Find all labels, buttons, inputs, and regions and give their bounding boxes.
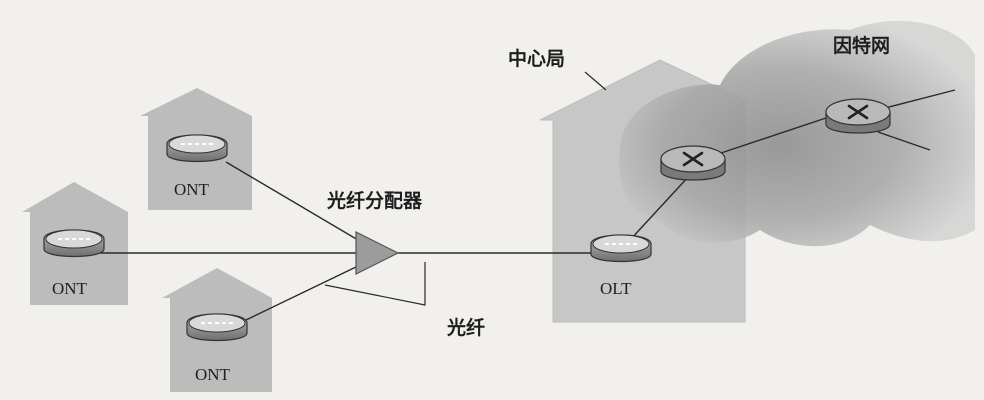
ont-device-icon-bottom [186,313,248,342]
router-icon-2 [824,97,892,135]
olt-device-icon [590,234,652,263]
central-office-callout [584,71,607,91]
fiber-label: 光纤 [446,316,485,339]
router-icon-1 [659,144,727,182]
olt-router-link [629,174,691,241]
internet-label: 因特网 [833,35,890,57]
ont-device-icon-left [43,229,105,258]
olt-label: OLT [600,279,632,298]
router-uplink-1 [884,89,956,109]
ont-label-top: ONT [174,180,210,199]
ont-label-bottom: ONT [195,365,231,384]
fiber-callout [324,262,426,306]
fiber-link-top [225,161,359,241]
fiber-link-bottom [245,265,359,321]
internet-cloud [619,20,975,247]
router-uplink-2 [877,131,931,151]
router-router-link [714,114,836,156]
central-office-label: 中心局 [508,47,565,70]
triangle-splitter-icon [355,231,400,275]
ont-label-left: ONT [52,279,88,298]
splitter-label: 光纤分配器 [326,189,423,212]
ont-device-icon-top [166,134,228,163]
